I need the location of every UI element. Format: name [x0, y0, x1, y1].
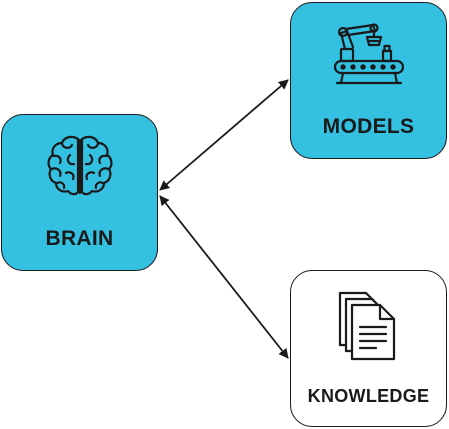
knowledge-label: KNOWLEDGE: [307, 386, 430, 406]
brain-label: BRAIN: [45, 227, 114, 250]
connector-brain-models: [159, 79, 289, 191]
brain-node[interactable]: BRAIN: [1, 114, 158, 271]
documents-stack-icon: [336, 287, 402, 368]
models-node[interactable]: MODELS: [290, 2, 447, 159]
knowledge-node[interactable]: KNOWLEDGE: [290, 270, 447, 427]
models-label: MODELS: [322, 115, 415, 138]
brain-icon: [44, 131, 116, 208]
robotic-assembly-line-icon: [331, 19, 407, 96]
connector-brain-knowledge: [159, 195, 289, 359]
